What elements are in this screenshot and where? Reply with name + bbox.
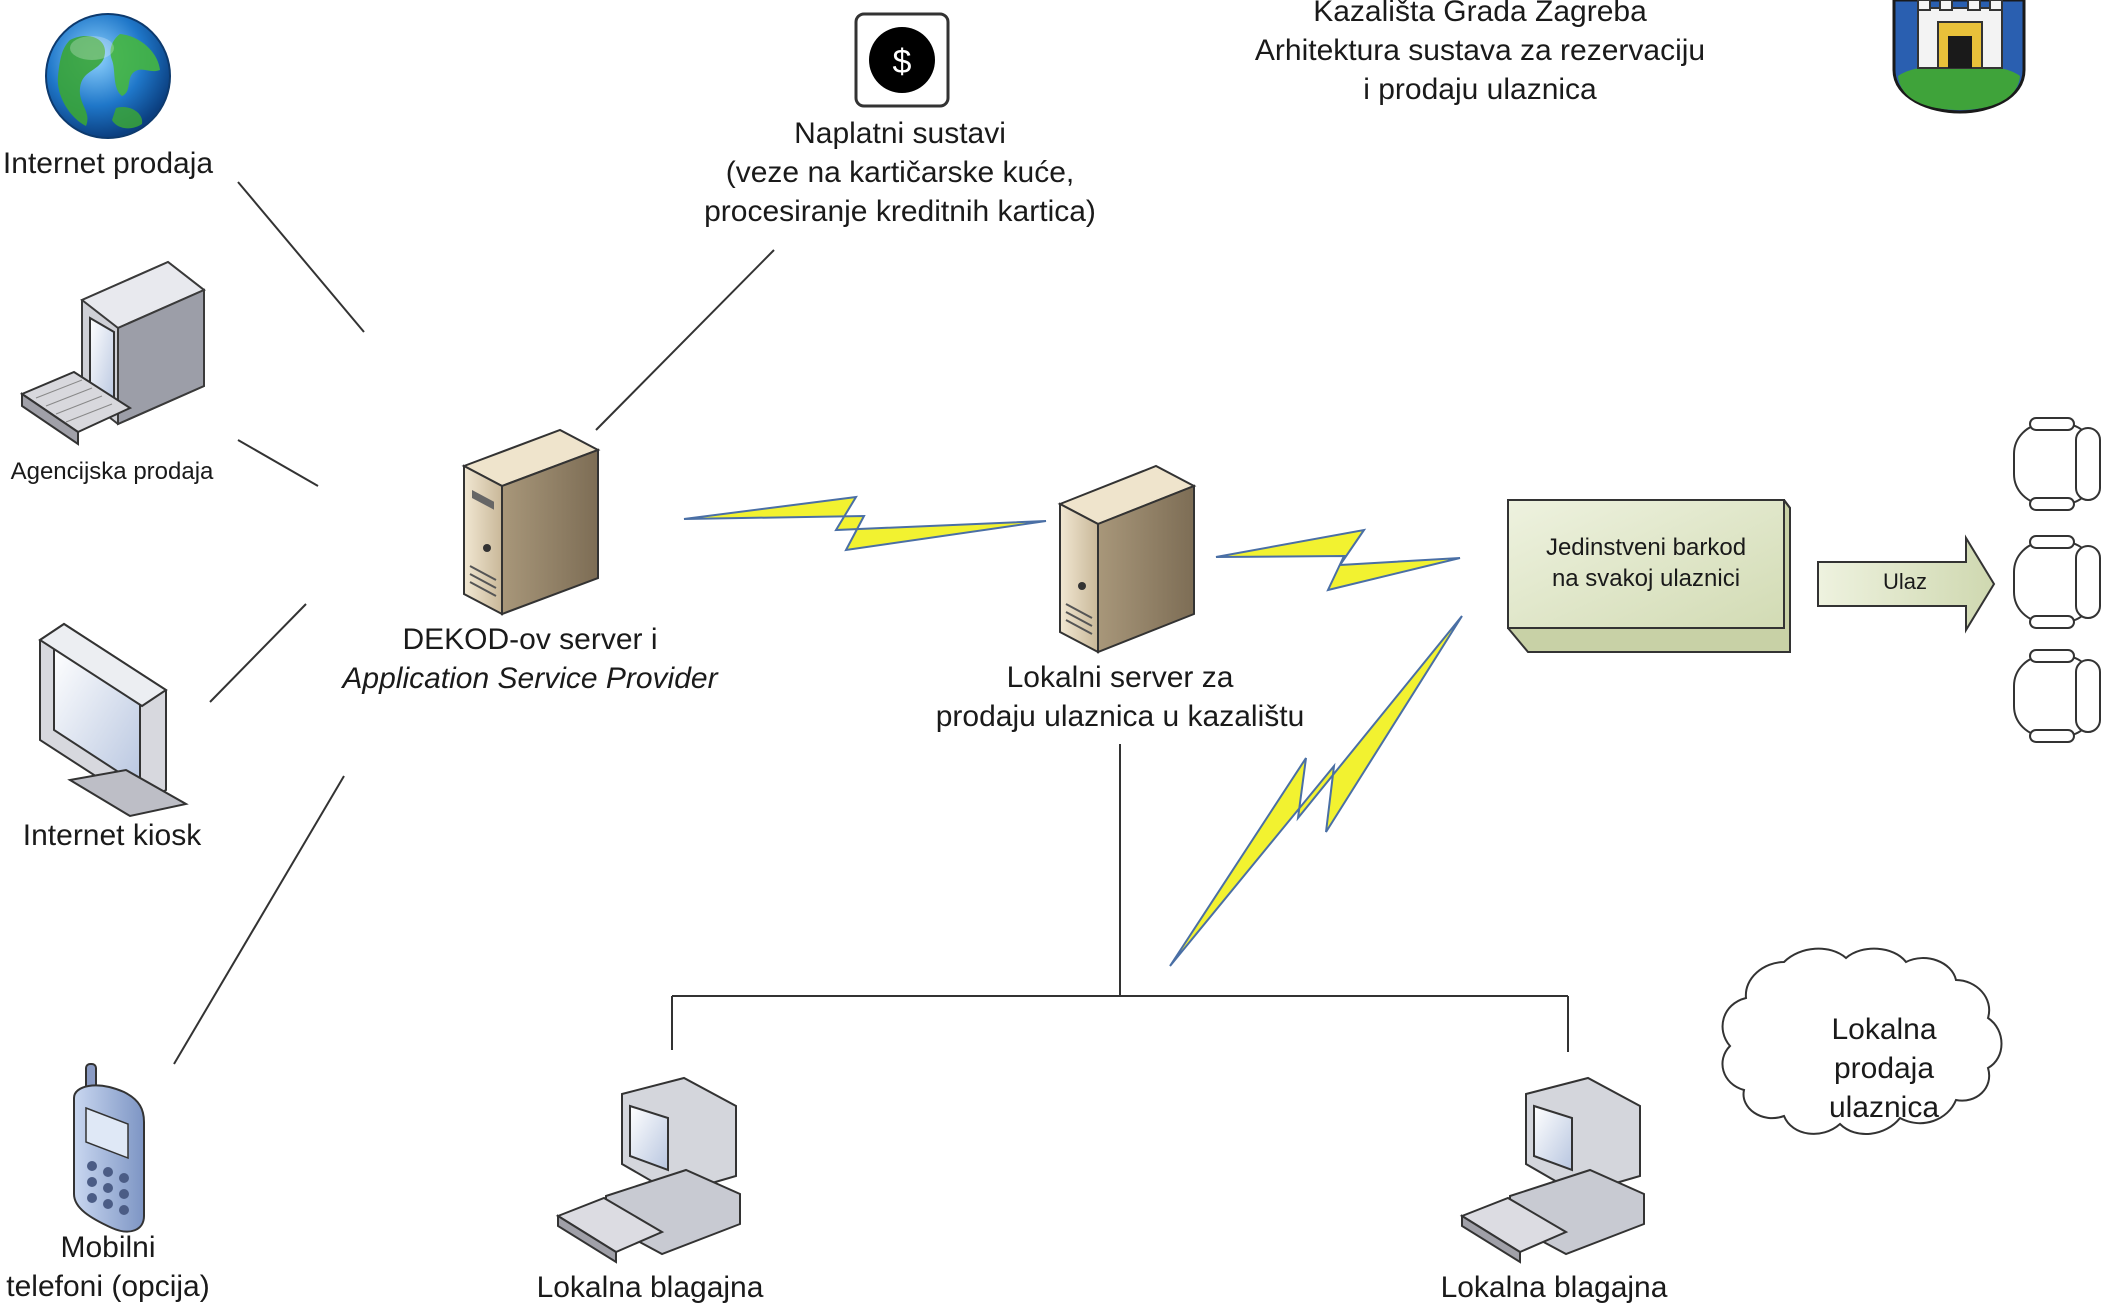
- cloud-shape: [1721, 947, 2003, 1136]
- seat-icon: [2013, 417, 2101, 511]
- dekod-line-2: Application Service Provider: [342, 662, 718, 695]
- agency-computer-icon: [19, 260, 206, 446]
- seat-icon: [2013, 649, 2101, 743]
- lightning-blagajna-to-barcode: [1169, 615, 1463, 967]
- label-blagajna-right: Lokalna blagajna: [1440, 1271, 1668, 1304]
- label-mobilni-telefoni: Mobilni telefoni (opcija): [0, 1228, 216, 1306]
- lightning-dekod-to-local: [683, 495, 1047, 552]
- label-internet-prodaja: Internet prodaja: [2, 147, 214, 180]
- line-mobile-to-dekod: [173, 775, 345, 1065]
- title-line-2: Arhitektura sustava za rezervaciju: [1254, 34, 1706, 67]
- cloud-line-2: prodaja: [1833, 1052, 1935, 1085]
- line-internet-to-dekod: [237, 181, 365, 333]
- kiosk-monitor-icon: [38, 622, 189, 818]
- label-naplatni-sustavi: Naplatni sustavi (veze na kartičarske ku…: [680, 114, 1120, 231]
- entrance-arrow: [1817, 534, 1996, 634]
- connector-lines: [173, 181, 1569, 1065]
- mobile-phone-icon: [73, 1063, 145, 1233]
- cash-register-left-icon: [555, 1076, 741, 1264]
- lightning-local-to-barcode: [1215, 528, 1461, 592]
- mobilni-line-2: telefoni (opcija): [6, 1270, 210, 1303]
- label-lokalni-server: Lokalni server za prodaju ulaznica u kaz…: [910, 658, 1330, 736]
- cash-register-right-icon: [1459, 1076, 1645, 1264]
- seat-icon: [2013, 535, 2101, 629]
- label-barkod: Jedinstveni barkod na svakoj ulaznici: [1508, 532, 1784, 594]
- title-line-3: i prodaju ulaznica: [1363, 73, 1597, 106]
- barcode-box: [1507, 499, 1791, 653]
- label-ulaz: Ulaz: [1882, 569, 1927, 594]
- naplatni-line-2: (veze na kartičarske kuće,: [725, 156, 1075, 189]
- dekod-line-1: DEKOD-ov server i: [402, 623, 658, 656]
- dollar-symbol: $: [893, 43, 912, 81]
- line-kiosk-to-dekod: [209, 603, 307, 703]
- label-internet-kiosk: Internet kiosk: [22, 819, 202, 852]
- label-agencijska-prodaja: Agencijska prodaja: [10, 458, 214, 485]
- line-payment-to-dekod: [595, 249, 775, 431]
- diagram-title: Kazališta Grada Zagreba Arhitektura sust…: [1240, 0, 1720, 109]
- label-cloud: Lokalna prodaja ulaznica: [1784, 1010, 1984, 1127]
- barkod-line-2: na svakoj ulaznici: [1551, 565, 1741, 593]
- label-dekod-server: DEKOD-ov server i Application Service Pr…: [320, 620, 740, 698]
- cloud-line-1: Lokalna: [1831, 1013, 1937, 1046]
- naplatni-line-1: Naplatni sustavi: [794, 117, 1006, 150]
- cloud-line-3: ulaznica: [1828, 1091, 1940, 1124]
- lokalni-server-line-1: Lokalni server za: [1006, 661, 1234, 694]
- label-blagajna-left: Lokalna blagajna: [536, 1271, 764, 1304]
- local-server-icon: [1057, 464, 1197, 654]
- mobilni-line-1: Mobilni: [60, 1231, 156, 1264]
- title-line-1: Kazališta Grada Zagreba: [1313, 0, 1647, 28]
- globe-icon: [45, 13, 171, 139]
- zagreb-coat-of-arms-logo: [1892, 0, 2026, 114]
- lightning-links: [683, 495, 1463, 967]
- theatre-seats: [2013, 417, 2101, 743]
- lokalni-server-line-2: prodaju ulaznica u kazalištu: [935, 700, 1305, 733]
- dekod-server-icon: [461, 428, 601, 616]
- naplatni-line-3: procesiranje kreditnih kartica): [704, 195, 1096, 228]
- barkod-line-1: Jedinstveni barkod: [1545, 534, 1747, 561]
- line-agency-to-dekod: [237, 439, 319, 487]
- dollar-payment-icon: $: [854, 12, 950, 108]
